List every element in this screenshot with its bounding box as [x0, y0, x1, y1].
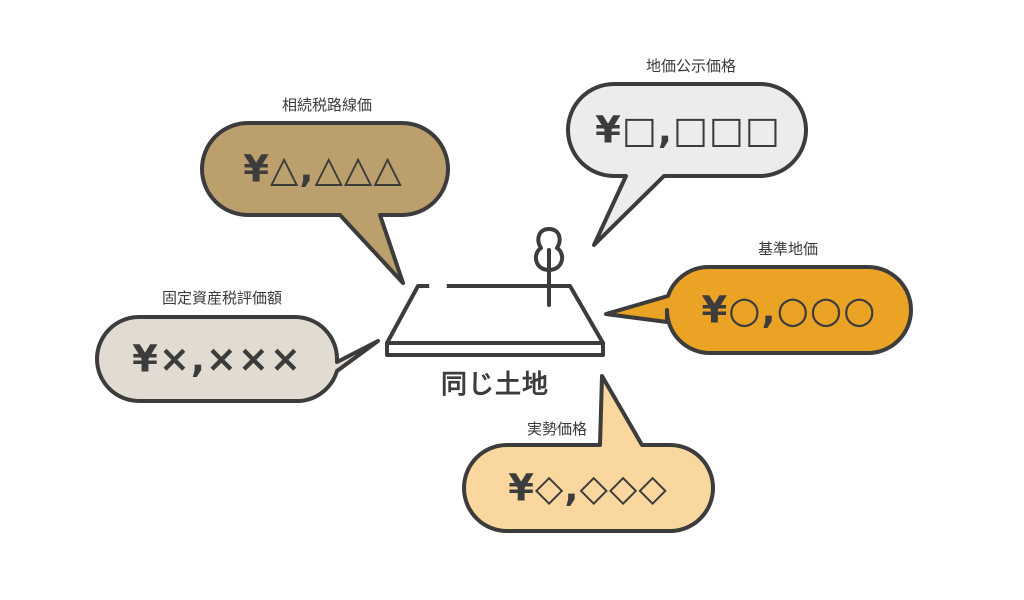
jissei-caption: 実勢価格: [526, 420, 588, 438]
kijun-speech-bubble: [604, 264, 913, 355]
kijun-value: ¥○,○○○: [701, 288, 877, 332]
jissei-value: ¥◇,◇◇◇: [508, 466, 668, 510]
rosen-value: ¥△,△△△: [243, 147, 403, 191]
rosen-caption: 相続税路線価: [281, 96, 373, 114]
koji-value: ¥□,□□□: [595, 108, 781, 152]
kotei-value: ¥×,×××: [132, 337, 302, 381]
koji-speech-bubble: [566, 82, 808, 247]
land-label: 同じ土地: [440, 370, 550, 400]
kotei-speech-bubble: [95, 315, 380, 404]
tree-icon: [533, 227, 565, 307]
land-plot-icon: [385, 283, 605, 357]
kotei-caption: 固定資産税評価額: [161, 289, 283, 307]
rosen-speech-bubble: [200, 121, 450, 285]
koji-caption: 地価公示価格: [645, 57, 737, 75]
jissei-speech-bubble: [462, 374, 715, 533]
kijun-caption: 基準地価: [757, 240, 819, 258]
